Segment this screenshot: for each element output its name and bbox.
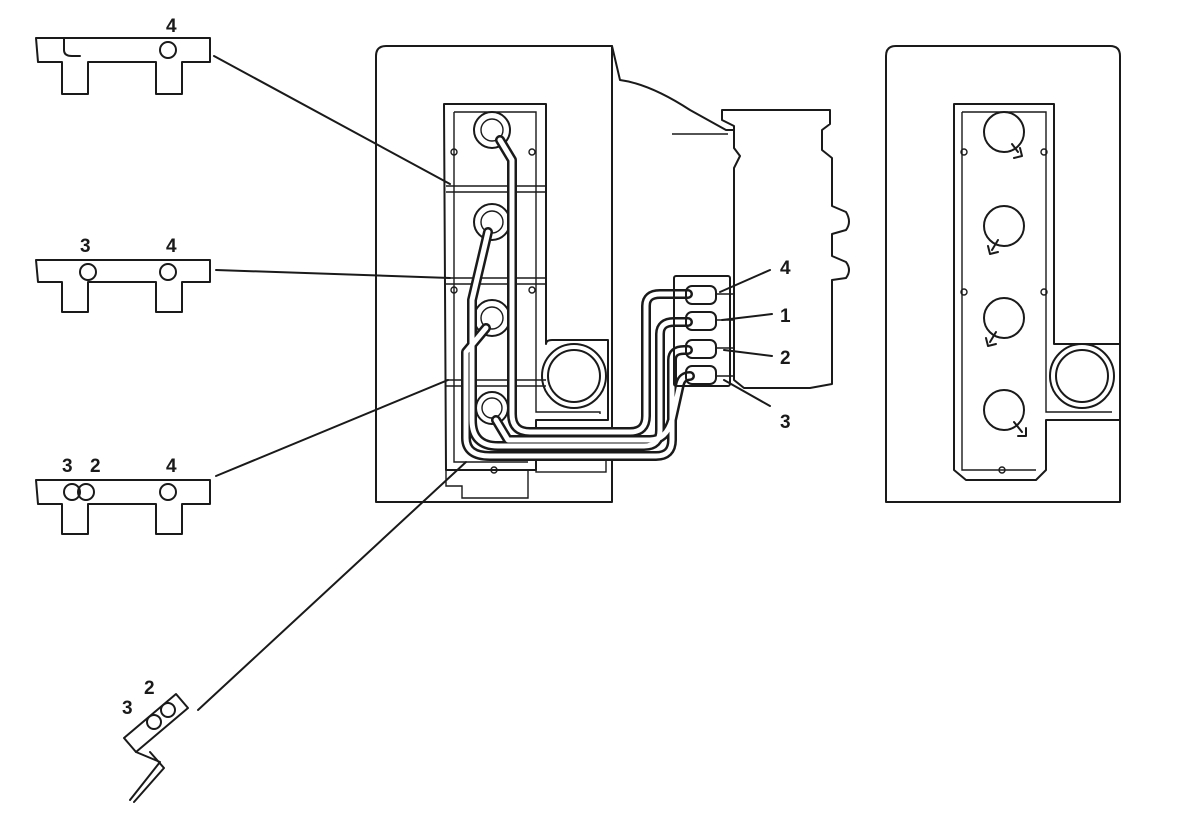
direction-arrow-icon [1011,143,1023,159]
lead-label-2: 2 [780,348,791,369]
lead-callouts: 4 1 2 3 [719,258,791,433]
clamp-c-label-4: 4 [166,456,177,477]
direction-arrow-icon [987,239,999,255]
lead-label-3: 3 [780,412,791,433]
clamp-a-label-4: 4 [166,16,177,37]
direction-arrow-icon [985,331,997,347]
coil-connectors [673,275,734,387]
wire-clamp-a: 4 [35,16,211,95]
wire-clamp-b: 3 4 [35,236,211,313]
clamp-leader-lines [197,55,467,711]
clamp-c-label-2: 2 [90,456,101,477]
clamp-b-label-3: 3 [80,236,91,257]
clamp-c-label-3: 3 [62,456,73,477]
wire-clamp-d-bracket: 3 2 [122,678,189,803]
clamp-d-label-2: 2 [144,678,155,699]
engine-head-right [885,45,1121,503]
direction-arrow-icon [1013,421,1027,437]
clamp-b-label-4: 4 [166,236,177,257]
lead-label-1: 1 [780,306,791,327]
wire-clamp-c: 3 2 4 [35,456,211,535]
plug-wells-with-arrows [983,111,1027,437]
lead-label-4: 4 [780,258,791,279]
clamp-d-label-3: 3 [122,698,133,719]
